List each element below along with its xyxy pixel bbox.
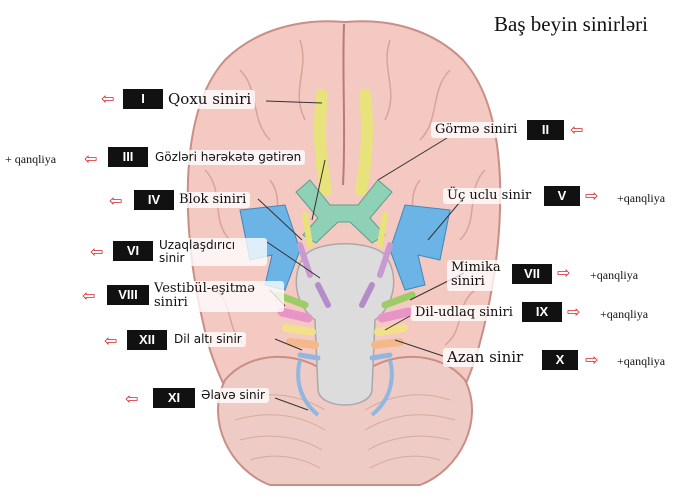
nerve-label: Blok siniri bbox=[175, 192, 250, 208]
double-arrow-icon: ⇦ bbox=[570, 122, 583, 138]
glossopharyngeal-nerve bbox=[286, 328, 312, 332]
double-arrow-icon: ⇦ bbox=[90, 244, 103, 260]
double-arrow-icon: ⇨ bbox=[585, 188, 598, 204]
ganglia-note: + qanqliya bbox=[5, 152, 56, 167]
nerve-label: Üç uclu sinir bbox=[443, 188, 535, 204]
nerve-label: Azan sinir bbox=[443, 348, 527, 367]
ganglia-note: +qanqliya bbox=[590, 268, 638, 283]
double-arrow-icon: ⇦ bbox=[104, 333, 117, 349]
nerve-number: V bbox=[544, 186, 580, 206]
double-arrow-icon: ⇨ bbox=[585, 352, 598, 368]
nerve-label: Dil-udlaq siniri bbox=[411, 305, 517, 321]
diagram-title: Baş beyin sinirləri bbox=[494, 12, 648, 37]
nerve-label: Uzaqlaşdırıcı sinir bbox=[155, 238, 267, 266]
double-arrow-icon: ⇨ bbox=[557, 265, 570, 281]
nerve-number: III bbox=[108, 147, 148, 167]
nerve-number: X bbox=[542, 350, 578, 370]
nerve-label: Görmə siniri bbox=[431, 122, 521, 138]
nerve-number: VII bbox=[512, 264, 552, 284]
nerve-label: Mimika siniri bbox=[447, 260, 515, 291]
double-arrow-icon: ⇦ bbox=[109, 193, 122, 209]
double-arrow-icon: ⇨ bbox=[567, 304, 580, 320]
hypoglossal-nerve bbox=[300, 355, 318, 358]
double-arrow-icon: ⇦ bbox=[101, 91, 114, 107]
nerve-number: VIII bbox=[107, 285, 149, 305]
longitudinal-fissure bbox=[343, 24, 344, 185]
ganglia-note: +qanqliya bbox=[617, 354, 665, 369]
nerve-number: IX bbox=[522, 302, 562, 322]
nerve-number: II bbox=[527, 120, 564, 140]
vagus-nerve bbox=[290, 342, 315, 345]
double-arrow-icon: ⇦ bbox=[82, 288, 95, 304]
nerve-number: I bbox=[123, 89, 163, 109]
double-arrow-icon: ⇦ bbox=[125, 391, 138, 407]
ganglia-note: +qanqliya bbox=[617, 191, 665, 206]
olfactory-nerve bbox=[320, 95, 326, 190]
nerve-number: XII bbox=[127, 330, 167, 350]
nerve-label: Qoxu siniri bbox=[164, 90, 255, 109]
nerve-label: Əlavə sinir bbox=[197, 388, 269, 403]
ganglia-note: +qanqliya bbox=[600, 307, 648, 322]
nerve-number: XI bbox=[153, 388, 195, 408]
nerve-number: IV bbox=[134, 190, 174, 210]
double-arrow-icon: ⇦ bbox=[84, 151, 97, 167]
nerve-number: VI bbox=[113, 241, 153, 261]
nerve-label: Vestibül-eşitmə siniri bbox=[150, 281, 284, 312]
vestibulocochlear-nerve bbox=[282, 312, 308, 318]
nerve-label: Dil altı sinir bbox=[170, 332, 246, 347]
nerve-label: Gözləri hərəkətə gətirən bbox=[151, 150, 305, 165]
